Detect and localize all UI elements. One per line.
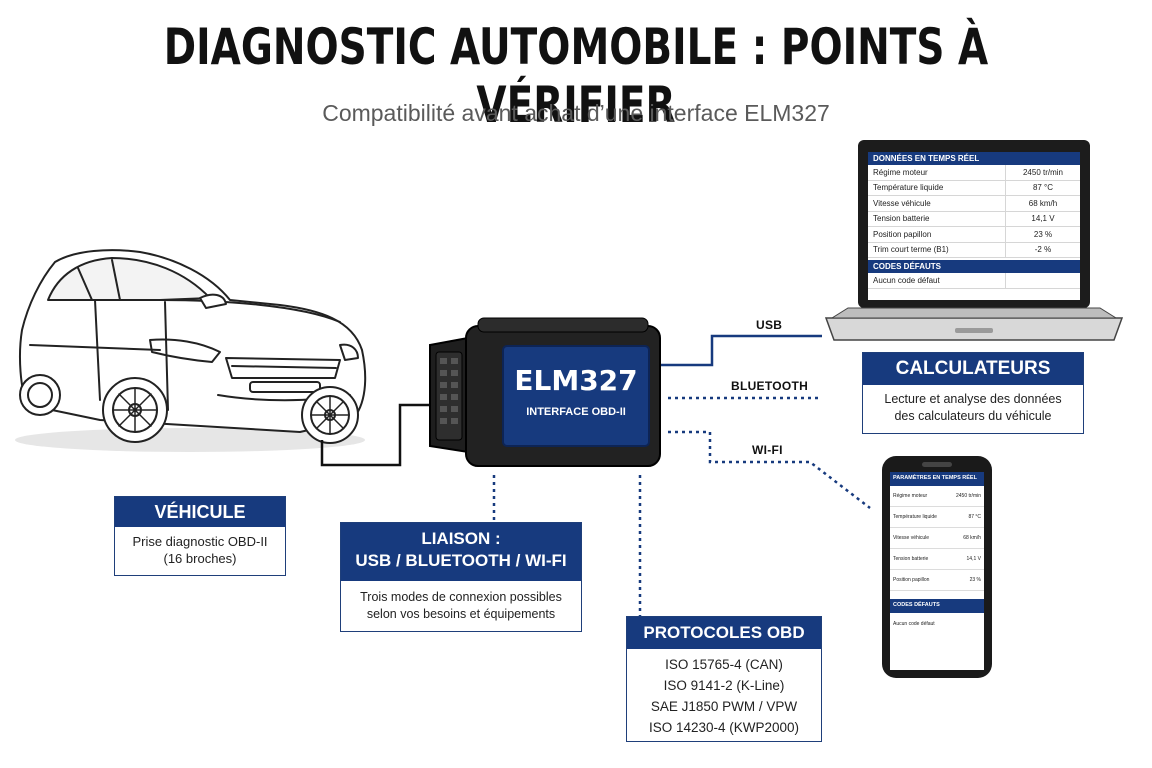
vehicle-card: VÉHICULE Prise diagnostic OBD-II (16 bro… bbox=[114, 496, 286, 576]
row-label: Trim court terme (B1) bbox=[868, 242, 1006, 257]
row-label: Tension batterie bbox=[893, 556, 929, 562]
row-value: 23 % bbox=[1033, 229, 1053, 239]
row-label: Position papillon bbox=[893, 577, 930, 583]
row-label: Vitesse véhicule bbox=[868, 196, 1006, 211]
list-item: Température liquide 87 °C bbox=[890, 507, 984, 528]
row-value: 2450 tr/min bbox=[1022, 167, 1064, 177]
row-label: Régime moteur bbox=[868, 165, 1006, 180]
list-item: Tension batterie 14,1 V bbox=[890, 549, 984, 570]
page-subtitle: Compatibilité avant achat d’une interfac… bbox=[322, 100, 830, 126]
ecu-card: CALCULATEURS Lecture et analyse des donn… bbox=[862, 352, 1084, 434]
wifi-label: WI-FI bbox=[752, 443, 783, 457]
row-label: Régime moteur bbox=[893, 493, 928, 499]
list-item: Régime moteur 2450 tr/min bbox=[890, 486, 984, 507]
bluetooth-label: BLUETOOTH bbox=[731, 379, 809, 393]
table-row: Température liquide 87 °C bbox=[868, 180, 1080, 196]
usb-label: USB bbox=[756, 318, 783, 332]
phone-data-header: PARAMÈTRES EN TEMPS RÉEL bbox=[890, 472, 984, 486]
row-label: Position papillon bbox=[868, 227, 1006, 242]
link-card-line1: Trois modes de connexion possibles bbox=[360, 590, 562, 604]
protocols-card: PROTOCOLES OBD ISO 15765-4 (CAN) ISO 914… bbox=[626, 616, 822, 742]
row-label: Tension batterie bbox=[868, 211, 1006, 226]
table-row: Aucun code défaut bbox=[868, 273, 1080, 289]
car-illustration bbox=[15, 249, 367, 452]
link-card-title1: LIAISON : bbox=[421, 529, 501, 548]
table-row: Trim court terme (B1) -2 % bbox=[868, 242, 1080, 258]
table-row: Position papillon 23 % bbox=[868, 227, 1080, 243]
vehicle-card-line1: Prise diagnostic OBD-II bbox=[132, 534, 268, 549]
row-value: 68 km/h bbox=[1028, 198, 1058, 208]
row-value: 2450 tr/min bbox=[955, 493, 981, 499]
link-card-title2: USB / BLUETOOTH / WI-FI bbox=[355, 551, 567, 570]
laptop-screen: DONNÉES EN TEMPS RÉEL Régime moteur 2450 … bbox=[868, 152, 1080, 300]
row-label: Température liquide bbox=[893, 514, 937, 520]
row-label: Vitesse véhicule bbox=[893, 535, 930, 541]
link-card-line2: selon vos besoins et équipements bbox=[366, 607, 556, 621]
row-label: Température liquide bbox=[868, 180, 1006, 195]
page-title: DIAGNOSTIC AUTOMOBILE : POINTS À VÉRIFIE… bbox=[163, 18, 989, 134]
usb-line bbox=[658, 334, 822, 367]
vehicle-card-title: VÉHICULE bbox=[115, 497, 285, 527]
row-value: 14,1 V bbox=[1031, 214, 1055, 224]
protocol-item: ISO 14230-4 (KWP2000) bbox=[648, 720, 800, 735]
codes-value: Aucun code défaut bbox=[868, 273, 1006, 288]
ecu-card-line1: Lecture et analyse des données bbox=[884, 392, 1062, 406]
wifi-line bbox=[668, 430, 871, 509]
list-item: Aucun code défaut bbox=[890, 613, 984, 634]
codes-value: Aucun code défaut bbox=[893, 620, 935, 627]
ecu-card-line2: des calculateurs du véhicule bbox=[894, 409, 1052, 423]
row-value: -2 % bbox=[1034, 245, 1052, 255]
protocol-item: SAE J1850 PWM / VPW bbox=[650, 699, 798, 714]
row-value: 87 °C bbox=[1032, 183, 1054, 193]
laptop-codes-header: CODES DÉFAUTS bbox=[868, 260, 1080, 273]
table-row: Tension batterie 14,1 V bbox=[868, 211, 1080, 227]
list-item: Vitesse véhicule 68 km/h bbox=[890, 528, 984, 549]
protocol-item: ISO 15765-4 (CAN) bbox=[665, 657, 783, 672]
table-row: Vitesse véhicule 68 km/h bbox=[868, 196, 1080, 212]
laptop-data-header: DONNÉES EN TEMPS RÉEL bbox=[868, 152, 1080, 165]
table-row: Régime moteur 2450 tr/min bbox=[868, 165, 1080, 181]
adapter-subtitle: INTERFACE OBD-II bbox=[526, 406, 626, 418]
row-value: 68 km/h bbox=[963, 535, 981, 541]
obd-cable bbox=[320, 403, 432, 467]
link-card: LIAISON : USB / BLUETOOTH / WI-FI Trois … bbox=[340, 522, 582, 632]
row-value: 14,1 V bbox=[966, 556, 981, 562]
list-item: Position papillon 23 % bbox=[890, 570, 984, 591]
protocol-item: ISO 9141-2 (K-Line) bbox=[663, 678, 785, 693]
row-value: 87 °C bbox=[968, 514, 981, 520]
phone-screen: PARAMÈTRES EN TEMPS RÉEL Régime moteur 24… bbox=[890, 472, 984, 670]
phone-codes-header: CODES DÉFAUTS bbox=[890, 599, 984, 613]
adapter-name: ELM327 bbox=[514, 364, 638, 397]
row-value: 23 % bbox=[969, 577, 981, 583]
ecu-card-title: CALCULATEURS bbox=[863, 353, 1083, 385]
elm327-adapter bbox=[429, 317, 661, 467]
protocols-card-title: PROTOCOLES OBD bbox=[627, 617, 821, 649]
vehicle-card-line2: (16 broches) bbox=[163, 551, 237, 566]
